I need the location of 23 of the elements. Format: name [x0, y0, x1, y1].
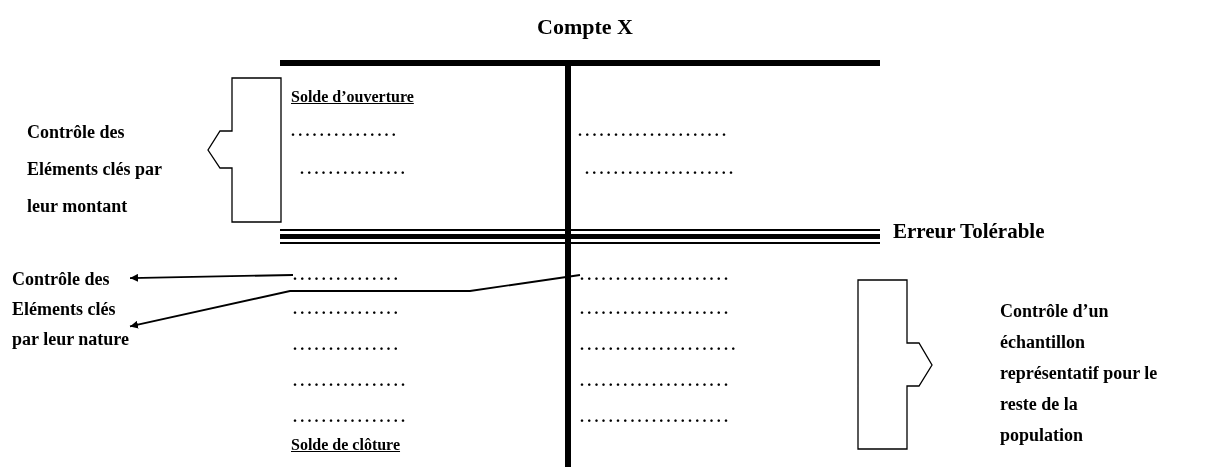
- balance-label: Solde d’ouverture: [291, 88, 414, 106]
- dotted-line: ...............: [293, 300, 401, 318]
- control-label: Contrôle des Eléments clés par leur montant: [27, 114, 177, 225]
- title: Compte X: [537, 14, 633, 40]
- dotted-line: ................: [293, 408, 409, 426]
- dotted-line: ...............: [300, 160, 408, 178]
- balance-label: Solde de clôture: [291, 436, 401, 454]
- dotted-line: ...............: [293, 336, 401, 354]
- control-label: Contrôle d’un échantillon représentatif pour le reste de la population: [1000, 296, 1160, 451]
- dotted-line: .....................: [580, 372, 732, 390]
- dotted-line: .....................: [580, 266, 732, 284]
- dotted-line: ...............: [291, 122, 399, 140]
- dotted-line: .....................: [580, 408, 732, 426]
- dotted-line: ...............: [293, 266, 401, 284]
- dotted-line: ......................: [580, 336, 739, 354]
- dotted-line: .....................: [585, 160, 737, 178]
- arrow: [129, 274, 581, 329]
- dotted-line: ................: [293, 372, 409, 390]
- dotted-line: .....................: [580, 300, 732, 318]
- dotted-line: .....................: [578, 122, 730, 140]
- arrow: [129, 273, 294, 282]
- control-label: Contrôle des Eléments clés par leur nature: [12, 264, 130, 354]
- threshold-label: Erreur Tolérable: [893, 220, 1045, 244]
